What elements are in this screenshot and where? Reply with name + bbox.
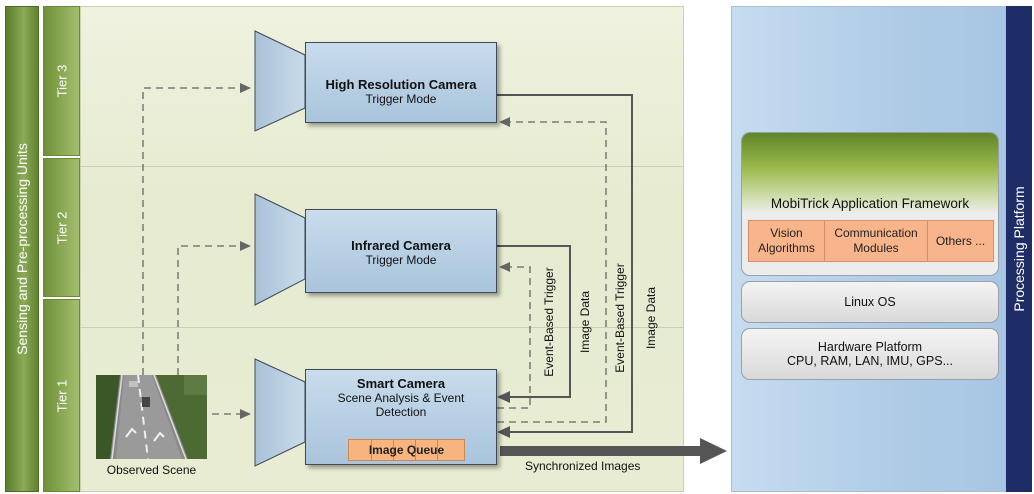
tier-2-strip: Tier 2: [43, 158, 80, 297]
hardware-platform-title: Hardware Platform: [817, 340, 923, 354]
queue-slot: [393, 440, 394, 460]
sync-images-label: Synchronized Images: [525, 459, 641, 473]
framework-title: MobiTrick Application Framework: [770, 196, 970, 211]
high-res-camera-mode: Trigger Mode: [365, 92, 437, 106]
arrowhead: [240, 83, 251, 93]
scene-to-infrared-line: [177, 245, 240, 375]
linux-os-layer: Linux OS: [741, 281, 999, 323]
high-res-camera: High Resolution Camera Trigger Mode: [305, 42, 497, 123]
trigger-to-infrared-line: [497, 266, 531, 409]
sync-images-arrow: [500, 438, 727, 464]
queue-slot: [371, 440, 372, 460]
arrowhead: [497, 391, 510, 403]
arrowhead: [499, 117, 510, 127]
image-data-label-1: Image Data: [578, 290, 592, 354]
smart-camera-desc-1: Scene Analysis & Event: [337, 391, 465, 405]
module-others: Others ...: [927, 220, 994, 262]
infrared-image-data-line: [497, 245, 571, 398]
image-queue-label: Image Queue: [368, 443, 445, 457]
framework-header-gradient: [742, 133, 998, 213]
linux-os-label: Linux OS: [844, 295, 896, 309]
smart-camera-title: Smart Camera: [356, 376, 446, 391]
hardware-platform-layer: Hardware Platform CPU, RAM, LAN, IMU, GP…: [741, 328, 999, 380]
module-communication-line1: Communication: [834, 226, 918, 240]
high-res-camera-lens: [254, 30, 306, 132]
tier-divider-2-1: [80, 327, 684, 328]
queue-slot: [437, 440, 438, 460]
scene-to-highres-line: [142, 87, 240, 375]
module-others-label: Others ...: [935, 233, 986, 248]
tier-3-strip: Tier 3: [43, 6, 80, 156]
arrowhead: [497, 426, 510, 438]
smart-camera-desc-2: Detection: [375, 405, 427, 419]
tier-1-strip: Tier 1: [43, 299, 80, 492]
processing-platform-label: Processing Platform: [1011, 186, 1027, 312]
event-trigger-label-2: Event-Based Trigger: [613, 263, 627, 373]
module-vision-line2: Algorithms: [758, 241, 815, 255]
sensing-units-banner: Sensing and Pre-processing Units: [5, 6, 39, 492]
hardware-platform-items: CPU, RAM, LAN, IMU, GPS...: [787, 354, 953, 368]
infrared-camera-mode: Trigger Mode: [365, 253, 437, 267]
infrared-camera: Infrared Camera Trigger Mode: [305, 209, 497, 293]
road-scene-picture: [96, 375, 207, 459]
infrared-camera-title: Infrared Camera: [351, 238, 451, 253]
observed-scene-image: [96, 375, 207, 459]
arrowhead: [499, 262, 510, 272]
trigger-to-highres-line: [497, 121, 607, 423]
arrowhead: [240, 241, 251, 251]
processing-platform-banner: Processing Platform: [1006, 6, 1032, 492]
image-data-label-2: Image Data: [644, 286, 658, 350]
smart-camera-lens: [254, 358, 306, 467]
module-vision-line1: Vision: [770, 226, 803, 240]
queue-slot: [415, 440, 416, 460]
high-res-camera-title: High Resolution Camera: [325, 77, 477, 92]
infrared-camera-lens: [254, 193, 306, 306]
module-communication-line2: Modules: [853, 241, 899, 255]
image-queue: Image Queue: [348, 439, 465, 461]
arrowhead: [240, 409, 251, 419]
event-trigger-label-1: Event-Based Trigger: [542, 267, 556, 377]
observed-scene-caption: Observed Scene: [106, 463, 197, 477]
highres-image-data-line: [497, 94, 633, 433]
tier-divider-3-2: [80, 166, 684, 167]
